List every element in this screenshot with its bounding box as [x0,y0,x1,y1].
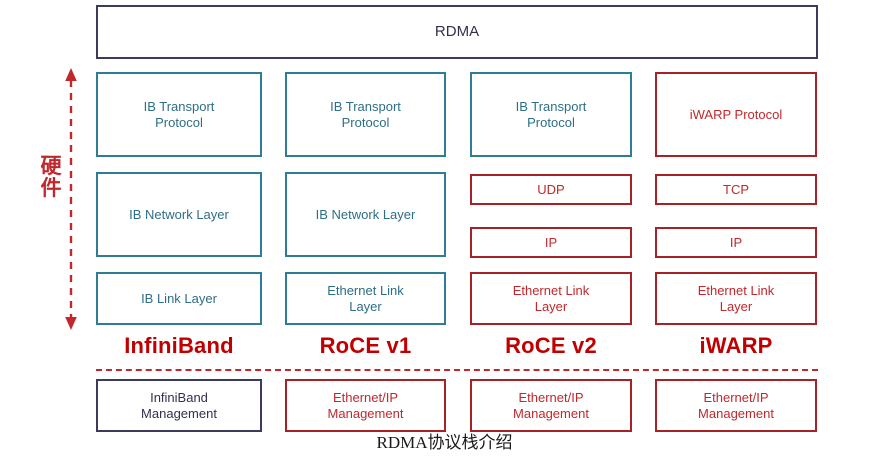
family-label-roce-v2: RoCE v2 [505,333,597,358]
family-label-iwarp: iWARP [699,333,773,358]
box-ethernet-link-layer-col4: Ethernet Link Layer [655,272,817,325]
rdma-top-bar: RDMA [96,5,818,59]
family-label-infiniband: InfiniBand [124,333,234,358]
diagram-caption: RDMA协议栈介绍 [376,433,513,452]
hardware-software-divider [96,369,818,371]
box-udp-col3: UDP [470,174,632,205]
box-ib-transport-protocol-col2: IB Transport Protocol [285,72,446,157]
box-ib-transport-protocol-col3: IB Transport Protocol [470,72,632,157]
hardware-axis-label: 硬件 [40,154,62,201]
family-label-roce-v1: RoCE v1 [319,333,412,358]
box-tcp-col4: TCP [655,174,817,205]
hardware-range-arrow-icon [65,68,77,330]
box-ethernet-link-layer-col3: Ethernet Link Layer [470,272,632,325]
box-ethernet-ip-management-col3: Ethernet/IP Management [470,379,632,432]
box-ip-col3: IP [470,227,632,258]
box-ib-link-layer-col1: IB Link Layer [96,272,262,325]
box-ib-network-layer-col1: IB Network Layer [96,172,262,257]
box-ethernet-ip-management-col4: Ethernet/IP Management [655,379,817,432]
box-ip-col4: IP [655,227,817,258]
box-iwarp-protocol-col4: iWARP Protocol [655,72,817,157]
box-infiniband-management: InfiniBand Management [96,379,262,432]
box-ib-network-layer-col2: IB Network Layer [285,172,446,257]
box-ib-transport-protocol-col1: IB Transport Protocol [96,72,262,157]
box-ethernet-link-layer-col2: Ethernet Link Layer [285,272,446,325]
box-ethernet-ip-management-col2: Ethernet/IP Management [285,379,446,432]
